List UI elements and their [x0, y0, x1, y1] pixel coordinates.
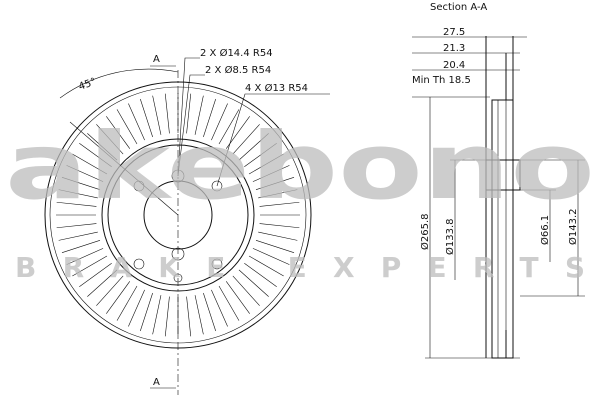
- angle-arc: [59, 68, 179, 99]
- cooling-vane: [259, 201, 300, 207]
- dim-143-2: Ø143.2: [567, 209, 579, 246]
- hole-13: [211, 258, 223, 270]
- cooling-vane: [152, 295, 162, 335]
- cooling-vane: [238, 133, 269, 161]
- cooling-vane: [252, 248, 290, 265]
- cooling-vane: [194, 295, 204, 335]
- cooling-vane: [186, 296, 192, 337]
- cooling-vane: [232, 124, 260, 155]
- cooling-vane: [58, 231, 98, 241]
- callout-3: 4 X Ø13 R54: [245, 82, 308, 94]
- dim-20-4: 20.4: [443, 60, 465, 71]
- angle-label: 45°: [77, 76, 97, 92]
- cooling-vanes: [56, 93, 300, 337]
- cooling-vane: [186, 93, 192, 134]
- svg-text:BRAKE EXPERTS: BRAKE EXPERTS: [15, 251, 585, 284]
- cooling-vane: [203, 98, 216, 138]
- dim-27-5: 27.5: [443, 27, 465, 38]
- cooling-vane: [66, 248, 104, 265]
- cooling-vane: [211, 289, 228, 327]
- cooling-vane: [255, 240, 295, 253]
- cooling-vane: [244, 143, 277, 168]
- cooling-vane: [194, 95, 204, 135]
- dim-21-3: 21.3: [443, 43, 465, 54]
- cooling-vane: [61, 177, 101, 190]
- dim-66-1: Ø66.1: [539, 215, 551, 245]
- cooling-vane: [87, 269, 118, 297]
- cooling-vane: [255, 177, 295, 190]
- cooling-vane: [96, 124, 124, 155]
- cooling-vane: [248, 153, 284, 175]
- cooling-vane: [128, 103, 145, 141]
- section-marker-bottom: A: [153, 377, 160, 388]
- disc-section-view: Section A-A: [412, 2, 585, 359]
- callout-1: 2 X Ø14.4 R54: [200, 47, 273, 59]
- cooling-vane: [238, 269, 269, 297]
- cooling-vane: [164, 93, 170, 134]
- hole-13: [211, 180, 223, 192]
- cooling-vane: [79, 262, 112, 287]
- cooling-vane: [66, 165, 104, 182]
- hole-13: [133, 258, 145, 270]
- cooling-vane: [106, 116, 131, 149]
- cooling-vane: [61, 240, 101, 253]
- cooling-vane: [252, 165, 290, 182]
- min-thickness: Min Th 18.5: [412, 75, 471, 86]
- svg-text:akebono: akebono: [5, 113, 595, 220]
- cooling-vane: [258, 189, 298, 199]
- dim-133-8: Ø133.8: [444, 219, 456, 256]
- cooling-vane: [218, 285, 240, 321]
- cooling-vane: [56, 223, 97, 229]
- callout-2: 2 X Ø8.5 R54: [205, 64, 271, 76]
- cooling-vane: [232, 275, 260, 306]
- cooling-vane: [248, 255, 284, 277]
- cooling-vane: [128, 289, 145, 327]
- cooling-vane: [152, 95, 162, 135]
- cooling-vane: [140, 292, 153, 332]
- cooling-vane: [106, 281, 131, 314]
- cooling-vane: [164, 296, 170, 337]
- cooling-vane: [58, 189, 98, 199]
- akebono-watermark-logo: akebono BRAKE EXPERTS: [5, 113, 595, 284]
- cooling-vane: [79, 143, 112, 168]
- cooling-vane: [116, 109, 138, 145]
- cooling-vane: [244, 262, 277, 287]
- cooling-vane: [218, 109, 240, 145]
- cooling-vane: [258, 231, 298, 241]
- cooling-vane: [96, 275, 124, 306]
- cooling-vane: [259, 223, 300, 229]
- cooling-vane: [72, 255, 108, 277]
- cooling-vane: [140, 98, 153, 138]
- cooling-vane: [203, 292, 216, 332]
- section-title: Section A-A: [430, 2, 487, 13]
- angle-line: [69, 121, 179, 216]
- cooling-vane: [225, 281, 250, 314]
- section-marker-top: A: [153, 54, 160, 65]
- cooling-vane: [56, 201, 97, 207]
- dim-265-8: Ø265.8: [419, 214, 431, 251]
- cooling-vane: [116, 285, 138, 321]
- cooling-vane: [87, 133, 118, 161]
- disc-front-view: [44, 57, 330, 395]
- cooling-vane: [72, 153, 108, 175]
- cooling-vane: [211, 103, 228, 141]
